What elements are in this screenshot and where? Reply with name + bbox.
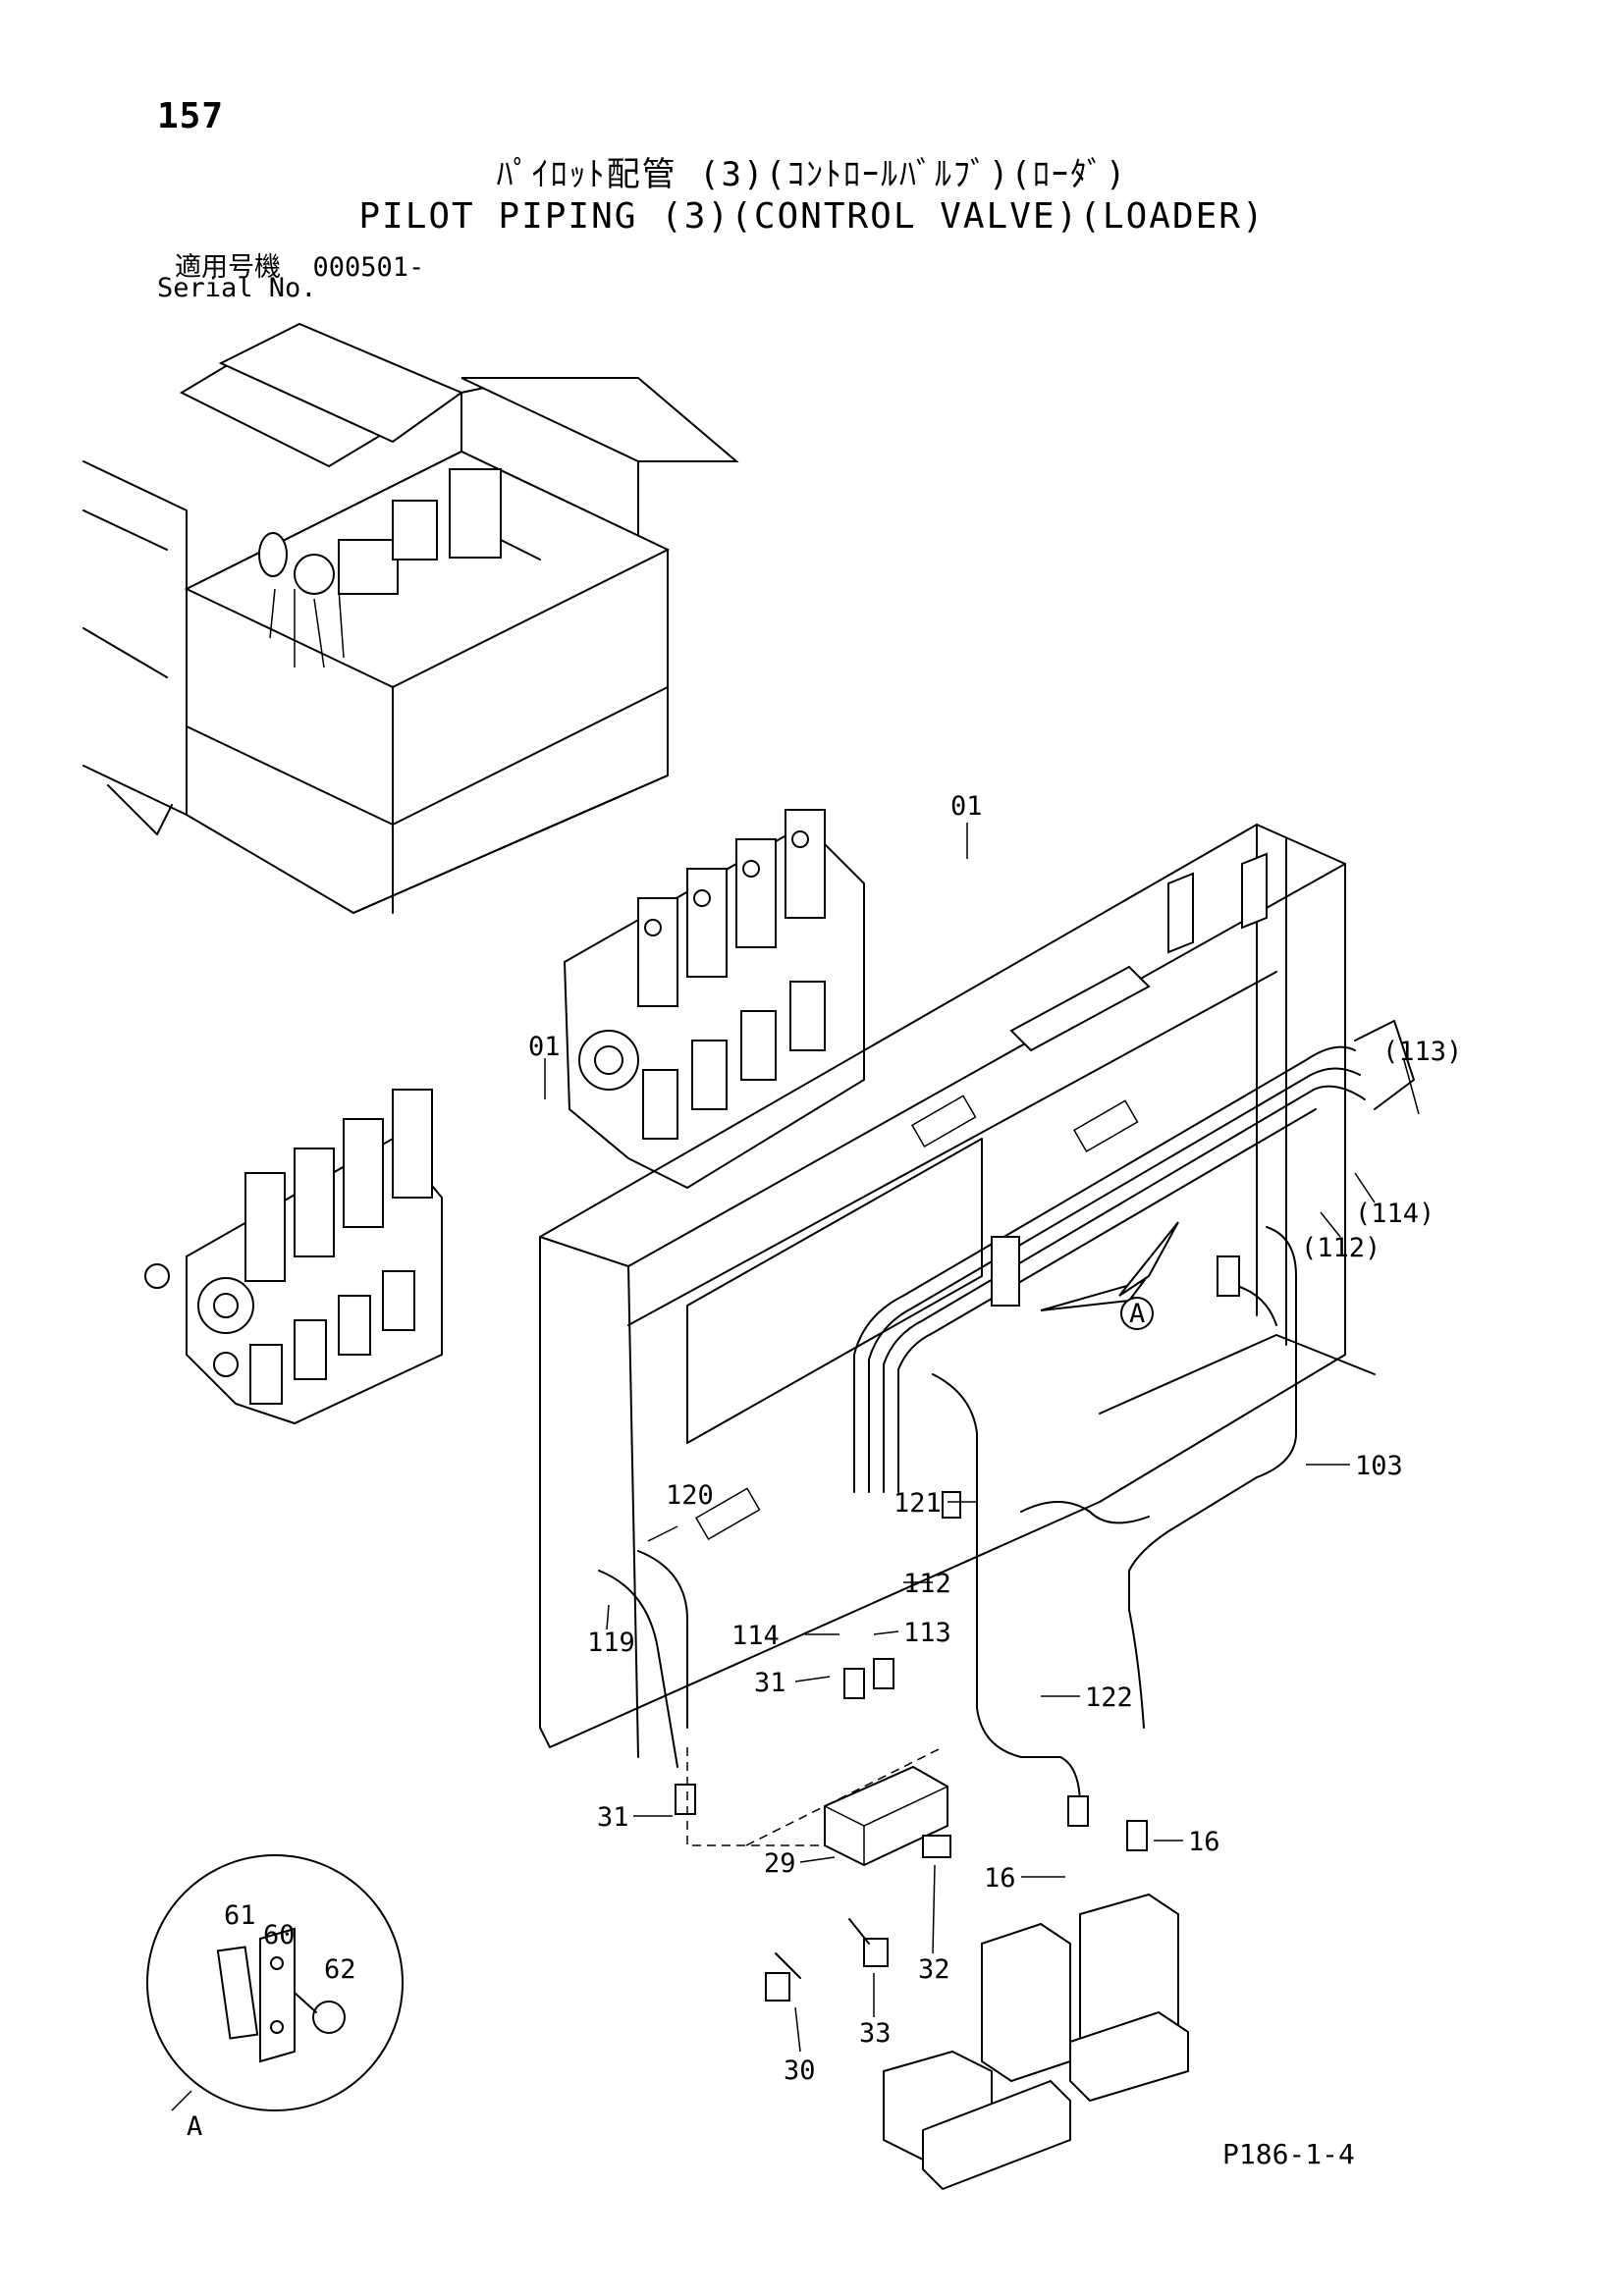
callout-60: 60 bbox=[263, 1920, 296, 1950]
leader-lines bbox=[544, 823, 1420, 2053]
upper-control-valve bbox=[563, 809, 865, 1190]
callout-114-reference: (114) bbox=[1355, 1199, 1435, 1229]
machine-overview-drawing bbox=[82, 322, 739, 915]
callout-113-reference: (113) bbox=[1382, 1037, 1462, 1067]
serial-number-value: 000501- bbox=[312, 252, 425, 283]
detail-a-reference-circle bbox=[1120, 1297, 1154, 1330]
callout-122: 122 bbox=[1085, 1682, 1133, 1713]
callout-119: 119 bbox=[587, 1628, 635, 1658]
callout-121: 121 bbox=[893, 1488, 942, 1519]
callout-01-upper: 01 bbox=[950, 791, 983, 822]
left-control-valve bbox=[144, 1089, 443, 1425]
detail-a-label: A bbox=[187, 2111, 202, 2142]
callout-01-left: 01 bbox=[528, 1032, 561, 1062]
callout-61: 61 bbox=[224, 1900, 256, 1931]
callout-labels: 01 01 (113) (114) (112) A 103 120 121 11… bbox=[187, 791, 1462, 2142]
page-reference-code: P186-1-4 bbox=[1222, 2138, 1355, 2170]
lower-mounting-blocks bbox=[883, 1893, 1189, 2191]
callout-30: 30 bbox=[784, 2056, 816, 2086]
serial-label-japanese: 適用号機 bbox=[175, 252, 281, 283]
callout-29: 29 bbox=[764, 1848, 796, 1879]
pilot-pipes bbox=[598, 1020, 1415, 1807]
support-frame bbox=[539, 824, 1376, 1758]
detail-a-reference-label: A bbox=[1129, 1299, 1145, 1329]
fittings bbox=[675, 1236, 1240, 2002]
page-number: 157 bbox=[157, 96, 225, 136]
page-title-english: PILOT PIPING (3)(CONTROL VALVE)(LOADER) bbox=[358, 196, 1266, 237]
callout-16-left: 16 bbox=[984, 1863, 1016, 1894]
callout-113: 113 bbox=[903, 1618, 951, 1648]
callout-120: 120 bbox=[666, 1480, 714, 1511]
detail-a-arrow-lower bbox=[1118, 1221, 1179, 1297]
callout-32: 32 bbox=[918, 1954, 950, 1985]
callout-31-upper: 31 bbox=[754, 1668, 786, 1698]
callout-103: 103 bbox=[1355, 1451, 1403, 1481]
callout-62: 62 bbox=[324, 1954, 356, 1985]
serial-label-english: Serial No. bbox=[157, 273, 317, 303]
callout-31-lower: 31 bbox=[597, 1802, 629, 1833]
detail-a-arrow-upper bbox=[1040, 1279, 1147, 1311]
serial-number-line: 適用号機 000501- bbox=[175, 245, 424, 284]
callout-16-right: 16 bbox=[1188, 1827, 1220, 1857]
callout-114: 114 bbox=[731, 1621, 780, 1651]
detail-a-inset bbox=[146, 1854, 404, 2111]
callout-112: 112 bbox=[903, 1569, 951, 1599]
page-title-japanese: ﾊﾟｲﾛｯﾄ配管 (3)(ｺﾝﾄﾛｰﾙﾊﾞﾙﾌﾞ)(ﾛｰﾀﾞ) bbox=[496, 155, 1128, 194]
callout-112-reference: (112) bbox=[1301, 1233, 1380, 1263]
callout-33: 33 bbox=[859, 2018, 892, 2049]
